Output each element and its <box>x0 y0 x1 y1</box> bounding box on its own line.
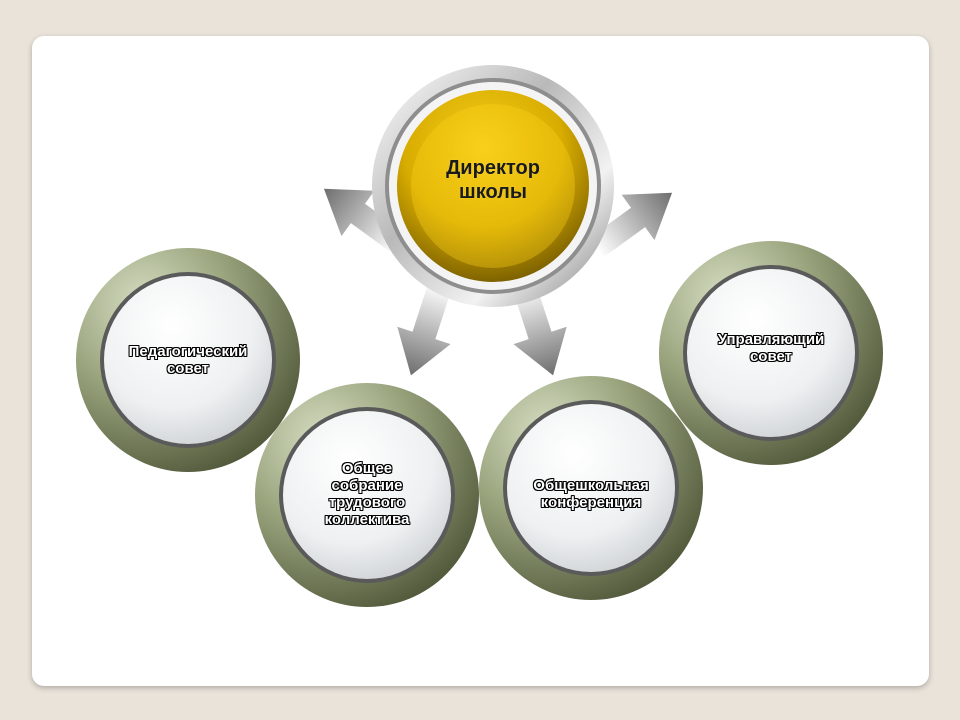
node-school-conference <box>479 376 703 600</box>
director-label-line2: школы <box>459 181 527 203</box>
governing-label-line2: совет <box>749 348 792 365</box>
governing-label-line1: Управляющий <box>717 331 825 348</box>
arrow-to-school-conference <box>512 282 567 376</box>
arrow-to-governing <box>588 192 673 258</box>
general-meeting-label-line2: собрание <box>331 477 403 494</box>
general-meeting-label: Общее собрание трудового коллектива <box>297 454 437 534</box>
node-pedagogical <box>76 248 300 472</box>
governing-label: Управляющий совет <box>686 326 856 370</box>
pedagogical-label: Педагогический совет <box>103 338 273 382</box>
pedagogical-label-line2: совет <box>166 360 209 377</box>
node-governing <box>659 241 883 465</box>
node-director <box>372 65 614 307</box>
pedagogical-label-line1: Педагогический <box>128 343 248 360</box>
arrow-to-general-meeting <box>397 282 452 376</box>
director-label: Директор школы <box>413 150 573 210</box>
school-conference-label-line2: конференция <box>540 494 642 511</box>
node-general-meeting <box>255 383 479 607</box>
general-meeting-label-line4: коллектива <box>324 511 410 528</box>
general-meeting-label-line3: трудового <box>328 494 406 511</box>
school-conference-label: Общешкольная конференция <box>506 472 676 516</box>
director-label-line1: Директор <box>446 157 540 179</box>
school-conference-label-line1: Общешкольная <box>533 477 649 494</box>
general-meeting-label-line1: Общее <box>341 460 393 477</box>
